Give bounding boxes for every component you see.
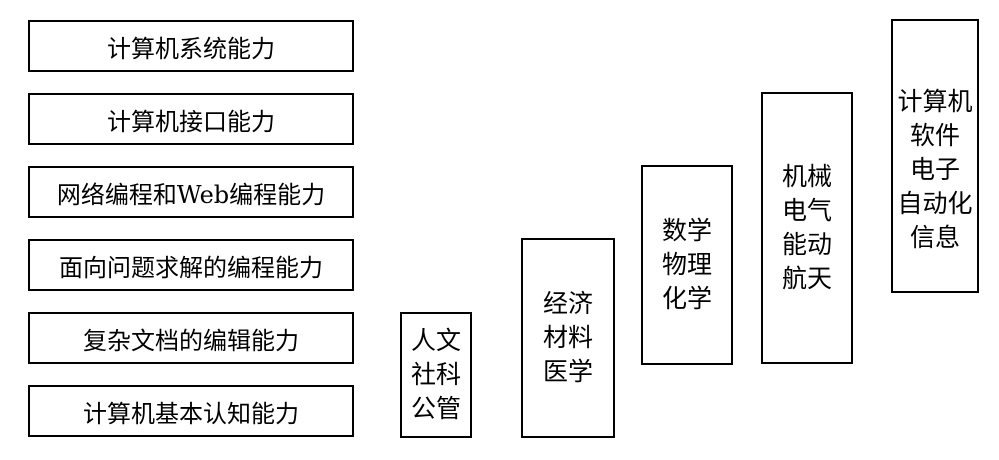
- major-line: 电子: [909, 155, 960, 184]
- major-box-computing: 计算机 软件 电子 自动化 信息: [891, 19, 979, 293]
- ability-label: 计算机系统能力: [107, 34, 275, 63]
- ability-label: 面向问题求解的编程能力: [59, 253, 323, 282]
- major-line: 计算机: [897, 87, 973, 116]
- major-line: 能动: [781, 230, 832, 259]
- major-line: 物理: [661, 250, 712, 279]
- ability-box-computer-interface: 计算机接口能力: [28, 93, 354, 145]
- major-line: 数学: [661, 216, 712, 245]
- major-line: 电气: [781, 196, 832, 225]
- major-line: 经济: [542, 289, 593, 318]
- major-line: 自动化: [897, 189, 973, 218]
- ability-box-complex-document-editing: 复杂文档的编辑能力: [28, 312, 354, 364]
- major-line: 化学: [661, 284, 712, 313]
- major-line: 信息: [909, 223, 960, 252]
- major-line: 航天: [781, 264, 832, 293]
- major-line: 软件: [909, 121, 960, 150]
- major-box-science: 数学 物理 化学: [641, 165, 733, 365]
- major-box-engineering: 机械 电气 能动 航天: [761, 92, 853, 364]
- major-line: 材料: [542, 323, 593, 352]
- ability-label: 复杂文档的编辑能力: [83, 326, 299, 355]
- major-line: 人文: [410, 326, 461, 355]
- major-box-economics: 经济 材料 医学: [521, 238, 615, 438]
- ability-box-network-web-programming: 网络编程和Web编程能力: [28, 166, 354, 218]
- ability-label: 计算机接口能力: [107, 107, 275, 136]
- ability-label: 网络编程和Web编程能力: [56, 180, 326, 209]
- major-line: 医学: [542, 357, 593, 386]
- ability-box-problem-solving-programming: 面向问题求解的编程能力: [28, 239, 354, 291]
- major-line: 机械: [781, 162, 832, 191]
- ability-label: 计算机基本认知能力: [83, 399, 299, 428]
- ability-box-computer-system: 计算机系统能力: [28, 20, 354, 72]
- major-line: 公管: [410, 394, 461, 423]
- major-line: 社科: [410, 360, 461, 389]
- ability-box-basic-cognition: 计算机基本认知能力: [28, 385, 354, 437]
- major-box-humanities: 人文 社科 公管: [400, 312, 472, 438]
